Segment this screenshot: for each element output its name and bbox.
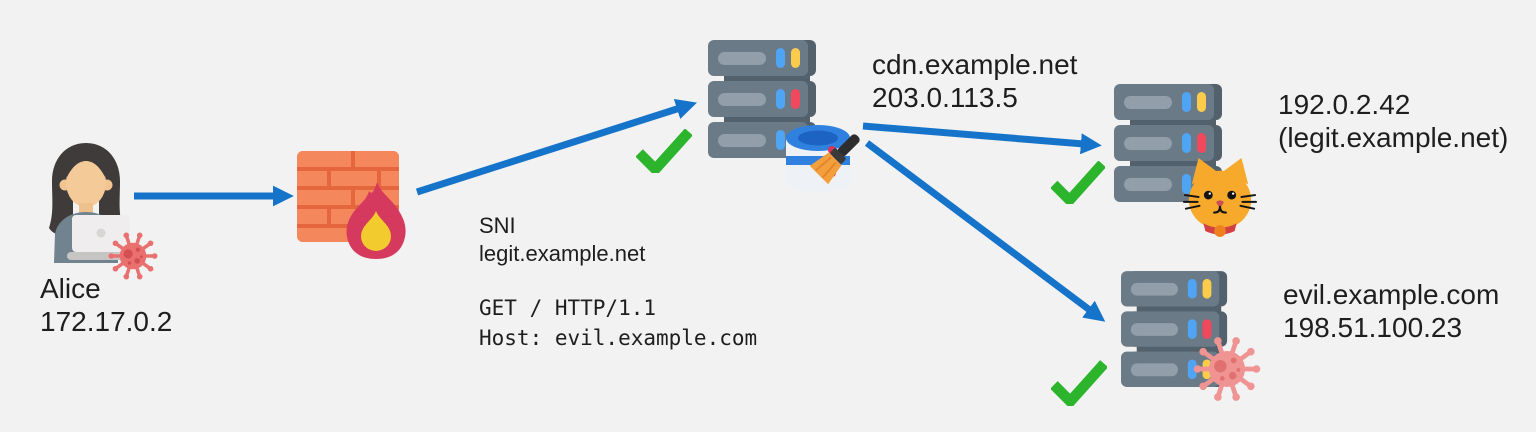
checkmark-icon bbox=[636, 129, 692, 173]
client-label: Alice 172.17.0.2 bbox=[40, 272, 172, 338]
http-host-header: Host: evil.example.com bbox=[479, 326, 758, 350]
cat-icon bbox=[1182, 155, 1258, 241]
evil-server-label: evil.example.com 198.51.100.23 bbox=[1283, 278, 1499, 344]
http-request-line: GET / HTTP/1.1 bbox=[479, 296, 657, 320]
legit-server-label: 192.0.2.42 (legit.example.net) bbox=[1278, 88, 1508, 154]
server-rack-icon bbox=[1121, 271, 1233, 391]
virus-icon bbox=[105, 228, 161, 284]
checkmark-icon bbox=[1051, 360, 1107, 406]
cache-cleaner-icon bbox=[776, 110, 868, 200]
cdn-hostname: cdn.example.net bbox=[872, 49, 1078, 80]
server-rack-icon bbox=[708, 40, 822, 162]
checkmark-icon bbox=[1051, 161, 1105, 204]
evil-server-ip: 198.51.100.23 bbox=[1283, 312, 1463, 343]
client-name: Alice bbox=[40, 273, 101, 304]
sni-heading: SNI bbox=[479, 213, 516, 238]
cdn-ip: 203.0.113.5 bbox=[872, 82, 1018, 113]
cdn-label: cdn.example.net 203.0.113.5 bbox=[872, 48, 1077, 114]
flame-icon bbox=[341, 180, 411, 262]
sni-annotation: SNI legit.example.net bbox=[479, 212, 645, 268]
legit-server-hostname: (legit.example.net) bbox=[1278, 122, 1509, 153]
arrow-cdn-to-legit-server bbox=[862, 122, 1102, 155]
client-ip: 172.17.0.2 bbox=[40, 306, 173, 337]
sni-hostname: legit.example.net bbox=[479, 241, 646, 266]
woman-with-laptop-icon bbox=[34, 141, 138, 263]
virus-icon bbox=[1189, 331, 1265, 407]
evil-server-hostname: evil.example.com bbox=[1283, 279, 1500, 310]
http-request-annotation: GET / HTTP/1.1 Host: evil.example.com bbox=[479, 293, 757, 353]
legit-server-ip: 192.0.2.42 bbox=[1278, 89, 1411, 120]
